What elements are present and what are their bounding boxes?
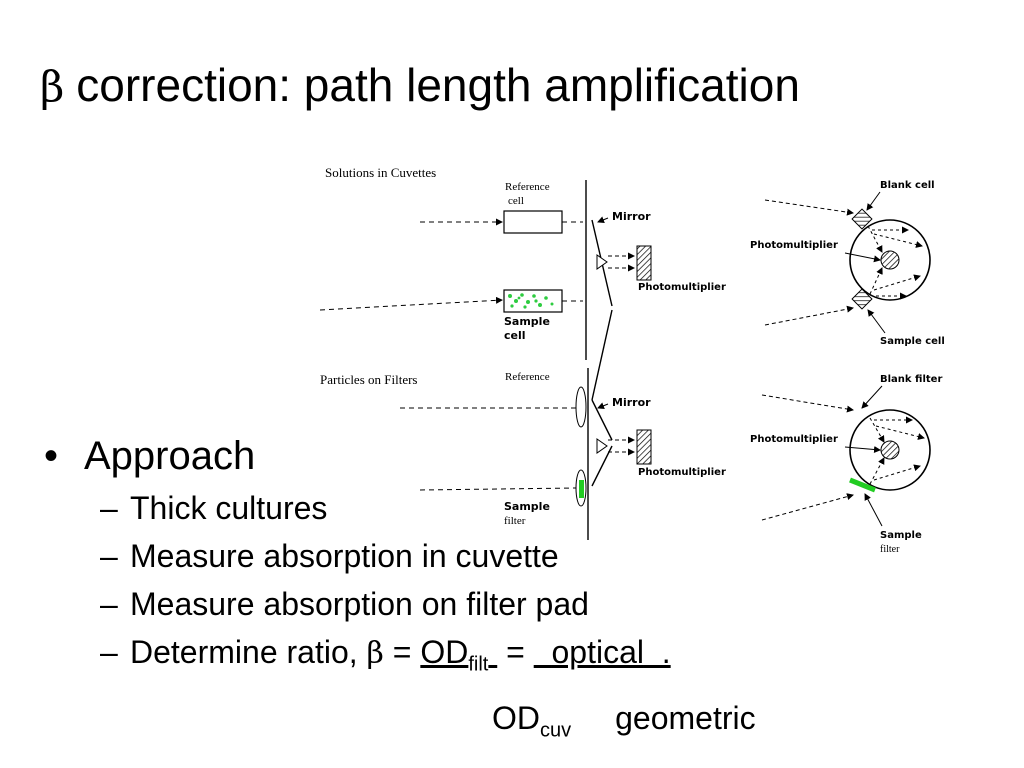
- sample-cell-label-right: Sample cell: [880, 336, 945, 347]
- mirror-pointer-filter: [597, 402, 609, 410]
- mirror-label: Mirror: [612, 210, 651, 223]
- lens-triangle: [596, 254, 608, 270]
- cuvette-heading: Solutions in Cuvettes: [325, 165, 436, 180]
- beam-sample-filter: [761, 493, 854, 521]
- sample-filter-highlight: [579, 480, 584, 498]
- blank-filter-label: Blank filter: [880, 374, 942, 385]
- reference-cell-label-2: cell: [508, 195, 524, 207]
- photomultiplier-block-filter: [636, 429, 652, 465]
- blank-cell-label: Blank cell: [880, 180, 935, 191]
- sample-filter-label-right-2: filter: [880, 544, 900, 555]
- pm-pointer-top: [844, 252, 881, 263]
- sample-cell-pointer: [867, 309, 886, 334]
- od-label-filt: OD: [420, 634, 469, 670]
- filter-mirror-lower: [591, 445, 613, 487]
- blank-cell-pointer: [866, 191, 881, 211]
- pm-pointer-bottom: [844, 446, 881, 453]
- bullet-approach-text: Approach: [84, 434, 256, 478]
- sub-bullet-4-text: Determine ratio, β = ODfilt = optical .: [130, 632, 671, 684]
- dash-3: –: [100, 586, 118, 622]
- ratio-denominators: ODcuv geometric: [492, 700, 756, 742]
- sphere-top-detector: [880, 250, 900, 270]
- optical-text: optical: [551, 634, 644, 670]
- dash-1: –: [100, 490, 118, 526]
- reference-filter-label: Reference: [505, 371, 550, 383]
- geometric-denominator: geometric: [615, 700, 756, 736]
- od-cuv-denominator: ODcuv: [492, 700, 571, 741]
- filter-mirror-upper: [591, 399, 613, 441]
- od-label-cuv: OD: [492, 700, 540, 736]
- dash-4: –: [100, 634, 118, 670]
- sample-filter-label: Sample: [504, 500, 550, 513]
- blank-filter-pointer: [861, 385, 883, 409]
- sub-bullet-2-text: Measure absorption in cuvette: [130, 538, 559, 574]
- sample-cell-label: Sample: [504, 315, 550, 328]
- ratio-beta: β: [366, 636, 384, 671]
- sub-bullet-1-text: Thick cultures: [130, 490, 328, 526]
- sphere-bottom-detector: [880, 440, 900, 460]
- bullet-list: •Approach –Thick cultures –Measure absor…: [44, 432, 1004, 684]
- bullet-dot: •: [44, 434, 59, 478]
- sample-cell-shape: [851, 288, 873, 310]
- bullet-approach: • Approach: [44, 432, 1004, 480]
- photomultiplier-label-left: Photomultiplier: [638, 282, 726, 293]
- sample-filter-pointer: [864, 493, 883, 527]
- sample-cell: [503, 289, 563, 313]
- photomultiplier-label-right-2: Photomultiplier: [750, 434, 838, 445]
- sub-bullet-4: –Determine ratio, β = ODfilt = optical .: [44, 632, 1004, 684]
- reference-cell-label: Reference: [505, 181, 550, 193]
- filter-heading: Particles on Filters: [320, 372, 418, 387]
- photomultiplier-block: [636, 245, 652, 281]
- ratio-equals-1: =: [392, 634, 412, 670]
- sub-bullet-3-text: Measure absorption on filter pad: [130, 586, 589, 622]
- scatter-rays-top: [867, 225, 923, 300]
- optics-diagram: Solutions in Cuvettes Reference cell Mir…: [300, 150, 960, 560]
- mirror-label-filter: Mirror: [612, 396, 651, 409]
- beam-filter-sample: [419, 487, 577, 491]
- sample-filter-arc: [849, 477, 876, 493]
- sub-bullet-1: –Thick cultures: [44, 488, 1004, 528]
- optics-diagram-svg: Solutions in Cuvettes Reference cell Mir…: [319, 165, 945, 555]
- beam-sample-in: [319, 296, 503, 311]
- scatter-rays-bottom: [869, 416, 925, 485]
- cuv-subscript: cuv: [540, 719, 572, 742]
- ratio-equals-2: =: [506, 634, 525, 670]
- sample-filter-label-2: filter: [504, 515, 526, 527]
- sphere-bottom: [849, 409, 931, 491]
- optical-numerator: optical .: [551, 634, 671, 670]
- od-filt-numerator: ODfilt: [420, 634, 497, 675]
- title-beta-symbol: β: [40, 62, 65, 111]
- mirror-lower: [591, 309, 613, 401]
- beam-sample-cell: [764, 305, 854, 326]
- photomultiplier-label-right: Photomultiplier: [750, 240, 838, 251]
- sub-bullet-2: –Measure absorption in cuvette: [44, 536, 1004, 576]
- beam-blank-filter: [761, 394, 854, 413]
- reference-cell: [503, 210, 563, 234]
- sub-bullet-3: –Measure absorption on filter pad: [44, 584, 1004, 624]
- sample-cell-label-2: cell: [504, 329, 526, 342]
- ratio-prefix: Determine ratio,: [130, 634, 358, 670]
- mirror-pointer: [597, 216, 609, 224]
- blank-cell-shape: [851, 208, 873, 230]
- beam-blank-cell: [764, 199, 854, 216]
- title-text: correction: path length amplification: [76, 59, 800, 111]
- reference-filter: [575, 386, 587, 428]
- sample-particles: [508, 293, 554, 309]
- filt-subscript: filt: [468, 653, 489, 676]
- dash-2: –: [100, 538, 118, 574]
- photomultiplier-label-filter: Photomultiplier: [638, 467, 726, 478]
- lens-triangle-filter: [596, 438, 608, 454]
- sample-filter-label-right: Sample: [880, 530, 922, 541]
- sphere-top: [849, 219, 931, 301]
